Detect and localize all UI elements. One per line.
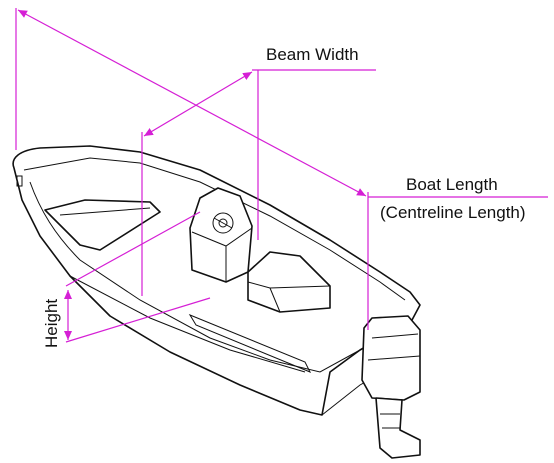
centreline-length-label: (Centreline Length) <box>380 203 526 222</box>
boat-drawing <box>12 145 421 459</box>
dimension-lines <box>15 8 548 343</box>
height-label: Height <box>42 299 61 348</box>
height-extension-bottom <box>65 297 211 343</box>
beam-width-label: Beam Width <box>266 45 359 64</box>
rear-seat <box>247 251 331 313</box>
outboard-motor-icon <box>361 315 421 459</box>
height-extension-top <box>65 211 201 287</box>
hull-outline <box>12 145 421 416</box>
steering-icon <box>212 212 234 234</box>
boat-length-label: Boat Length <box>406 175 498 194</box>
bow-deck <box>44 199 161 251</box>
hull-strake <box>69 275 306 373</box>
beam-dimension-line <box>143 71 253 137</box>
